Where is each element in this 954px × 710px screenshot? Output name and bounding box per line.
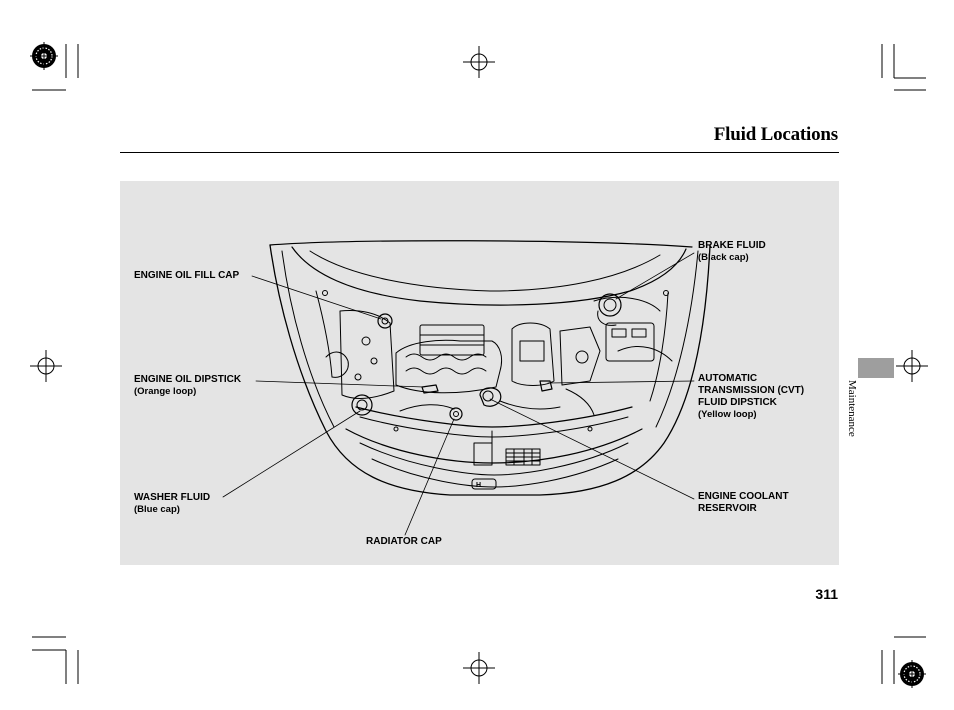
label-atf-sub: (Yellow loop) (698, 409, 757, 420)
section-tab (858, 358, 894, 378)
registration-crosshair-right (896, 350, 928, 382)
label-atf-line3: FLUID DIPSTICK (698, 397, 777, 408)
page-title: Fluid Locations (713, 124, 838, 145)
page-number: 311 (815, 586, 838, 602)
registration-target-top-left (30, 42, 58, 70)
leader-engine-oil-fill-cap (251, 275, 382, 320)
leader-engine-coolant-reservoir (489, 398, 695, 500)
label-washer-fluid-sub: (Blue cap) (134, 504, 180, 515)
label-brake-fluid-sub: (Black cap) (698, 252, 749, 263)
leader-radiator-cap (404, 418, 455, 536)
label-brake-fluid-text: BRAKE FLUID (698, 240, 766, 251)
label-engine-oil-dipstick-text: ENGINE OIL DIPSTICK (134, 374, 242, 385)
diagram-panel (120, 181, 839, 565)
engine-compartment-illustration: H (222, 240, 711, 536)
label-radiator-cap: RADIATOR CAP (366, 536, 442, 548)
label-brake-fluid: BRAKE FLUID (Black cap) (698, 240, 766, 264)
label-engine-oil-fill-cap: ENGINE OIL FILL CAP (134, 270, 239, 282)
leader-atf-dipstick (547, 380, 695, 384)
label-atf-dipstick: AUTOMATIC TRANSMISSION (CVT) FLUID DIPST… (698, 373, 804, 421)
label-engine-oil-dipstick: ENGINE OIL DIPSTICK (Orange loop) (134, 374, 241, 398)
label-engine-oil-dipstick-sub: (Orange loop) (134, 386, 197, 397)
leader-washer-fluid (222, 410, 361, 498)
label-engine-coolant-reservoir: ENGINE COOLANT RESERVOIR (698, 491, 789, 515)
section-side-label: Maintenance (846, 380, 858, 437)
label-atf-line1: AUTOMATIC (698, 373, 758, 384)
label-washer-fluid-text: WASHER FLUID (134, 492, 211, 503)
registration-crosshair-top (463, 46, 495, 78)
registration-crosshair-left (30, 350, 62, 382)
label-atf-line2: TRANSMISSION (CVT) (698, 385, 805, 396)
registration-crosshair-bottom (463, 652, 495, 684)
label-washer-fluid: WASHER FLUID (Blue cap) (134, 492, 210, 516)
leader-engine-oil-dipstick (255, 380, 425, 388)
label-coolant-line2: RESERVOIR (698, 503, 757, 514)
label-radiator-cap-text: RADIATOR CAP (366, 536, 442, 547)
title-rule (120, 152, 839, 153)
leader-brake-fluid (615, 252, 695, 300)
label-engine-oil-fill-cap-text: ENGINE OIL FILL CAP (134, 270, 240, 281)
svg-text:H: H (476, 482, 481, 489)
registration-target-bottom-right (898, 660, 926, 688)
label-coolant-line1: ENGINE COOLANT (698, 491, 789, 502)
